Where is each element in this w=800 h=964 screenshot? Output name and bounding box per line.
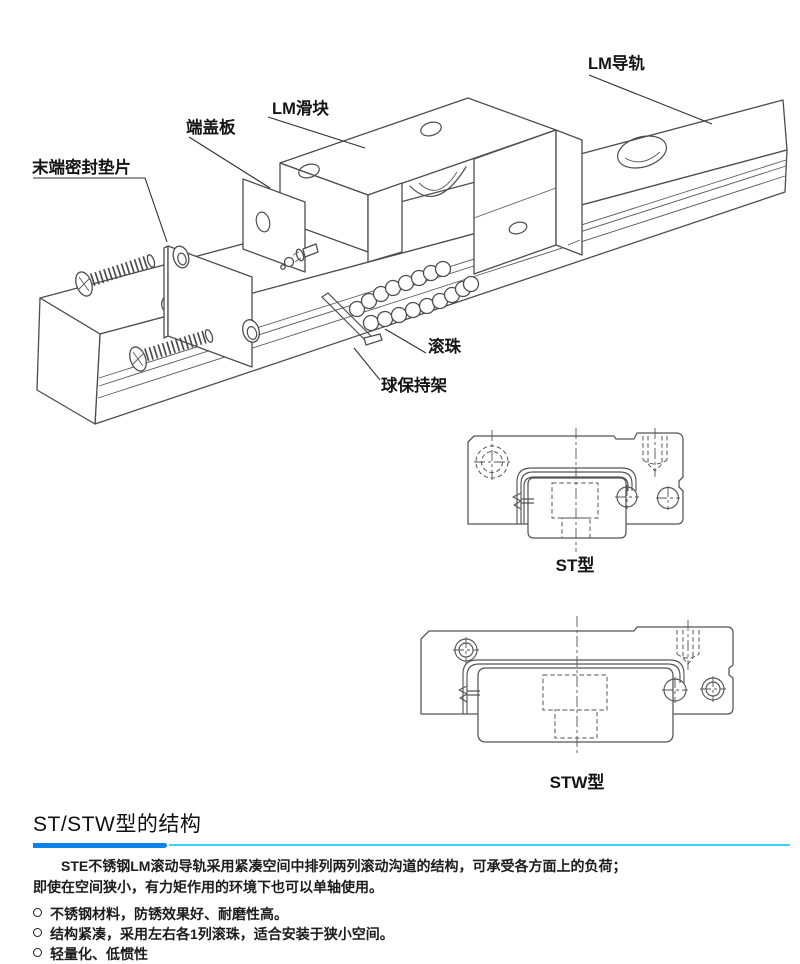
seal-collar-hole: [172, 245, 190, 269]
callout-cage-label: 球保持架: [381, 375, 448, 395]
st-rail-bolt-hole: [551, 482, 599, 519]
st-rail-bolt-hole: [561, 517, 591, 539]
st-seal-lips: [512, 467, 637, 524]
st-rail-profile: [527, 477, 627, 539]
leader-end-plate: [188, 136, 271, 189]
callout-end-seal-label: 末端密封垫片: [32, 157, 131, 177]
block-mount-hole: [420, 121, 442, 137]
callout-block-label: LM滑块: [272, 99, 329, 118]
ball-return-arc: [409, 166, 467, 197]
stw-rail-bolt-hole: [554, 709, 598, 739]
feature-list: 不锈钢材料，防锈效果好、耐磨性高。 结构紧凑，采用左右各1列滚珠，适合安装于狭小…: [33, 904, 790, 964]
callout-end-plate-label: 端盖板: [186, 117, 236, 137]
st-caption: ST型: [556, 555, 595, 575]
grease-nipple: [280, 243, 319, 270]
leader-rail: [588, 74, 713, 125]
stw-rail-profile: [477, 667, 674, 743]
stw-seal-lips: [458, 659, 685, 714]
st-counterbore-hole: [474, 430, 510, 480]
stw-counterbore-hole: [453, 637, 479, 663]
article-section: ST/STW型的结构 STE不锈钢LM滚动导轨采用紧凑空间中排列两列滚动沟道的结…: [33, 812, 790, 964]
block-mount-hole: [298, 163, 320, 179]
mounting-screw: [129, 329, 214, 372]
ring-bullet-icon: [33, 948, 42, 957]
feature-text: 结构紧凑，采用左右各1列滚珠，适合安装于狭小空间。: [50, 926, 394, 942]
title-underline: [33, 842, 790, 848]
paragraph-line-2: 即使在空间狭小，有力矩作用的环境下也可以单轴使用。: [33, 879, 383, 895]
technical-illustration: LM导轨 LM滑块 端盖板 末端密封垫片 滚珠 球保持架: [32, 53, 788, 792]
block-flange-hole: [508, 221, 528, 235]
leader-block: [267, 116, 366, 149]
leader-lines: [33, 74, 713, 381]
callout-ball-label: 滚珠: [428, 336, 462, 356]
rail-mount-hole: [617, 135, 667, 169]
section-title: ST/STW型的结构: [33, 813, 202, 836]
feature-item: 结构紧凑，采用左右各1列滚珠，适合安装于狭小空间。: [33, 924, 790, 944]
stw-tapped-hole: [676, 620, 700, 670]
exploded-view: LM导轨 LM滑块 端盖板 末端密封垫片 滚珠 球保持架: [32, 53, 788, 425]
callout-rail-label: LM导轨: [588, 53, 645, 73]
end-plate-hole: [255, 211, 271, 233]
feature-text: 轻量化、低惯性: [50, 946, 148, 962]
intro-paragraph: STE不锈钢LM滚动导轨采用紧凑空间中排列两列滚动沟道的结构，可承受各方面上的负…: [33, 856, 790, 898]
ball-cage: [321, 292, 383, 346]
st-side-hole: [615, 485, 639, 509]
end-seal-plate: [163, 245, 260, 368]
phillips-cross-icon: [77, 276, 91, 292]
block-right-end-plate: [555, 129, 583, 256]
rail-groove-line: [97, 175, 786, 399]
lm-block: [279, 97, 583, 275]
seal-collar-hole: [242, 319, 260, 343]
ring-bullet-icon: [33, 908, 42, 917]
feature-text: 不锈钢材料，防锈效果好、耐磨性高。: [50, 906, 288, 922]
leader-cage: [353, 347, 381, 381]
stw-rail-bolt-hole: [542, 674, 608, 711]
stw-side-hole: [700, 676, 726, 702]
leader-ball: [384, 328, 427, 354]
feature-item: 轻量化、低惯性: [33, 944, 790, 964]
st-cross-section: ST型: [467, 428, 684, 575]
ball-rows: [348, 260, 480, 332]
leader-end-seal: [33, 177, 168, 243]
underline-thin-bar: [169, 844, 790, 846]
stw-side-hole: [662, 677, 688, 703]
stw-cross-section: STW型: [420, 616, 734, 792]
mounting-screw: [75, 254, 156, 297]
phillips-cross-icon: [131, 351, 145, 367]
end-cap-plate: [242, 178, 306, 273]
paragraph-line-1: STE不锈钢LM滚动导轨采用紧凑空间中排列两列滚动沟道的结构，可承受各方面上的负…: [61, 858, 627, 874]
st-side-hole: [656, 486, 680, 510]
feature-item: 不锈钢材料，防锈效果好、耐磨性高。: [33, 904, 790, 924]
underline-accent-bar: [33, 842, 167, 848]
st-tapped-hole: [642, 428, 668, 477]
stw-caption: STW型: [550, 772, 605, 792]
ring-bullet-icon: [33, 928, 42, 937]
